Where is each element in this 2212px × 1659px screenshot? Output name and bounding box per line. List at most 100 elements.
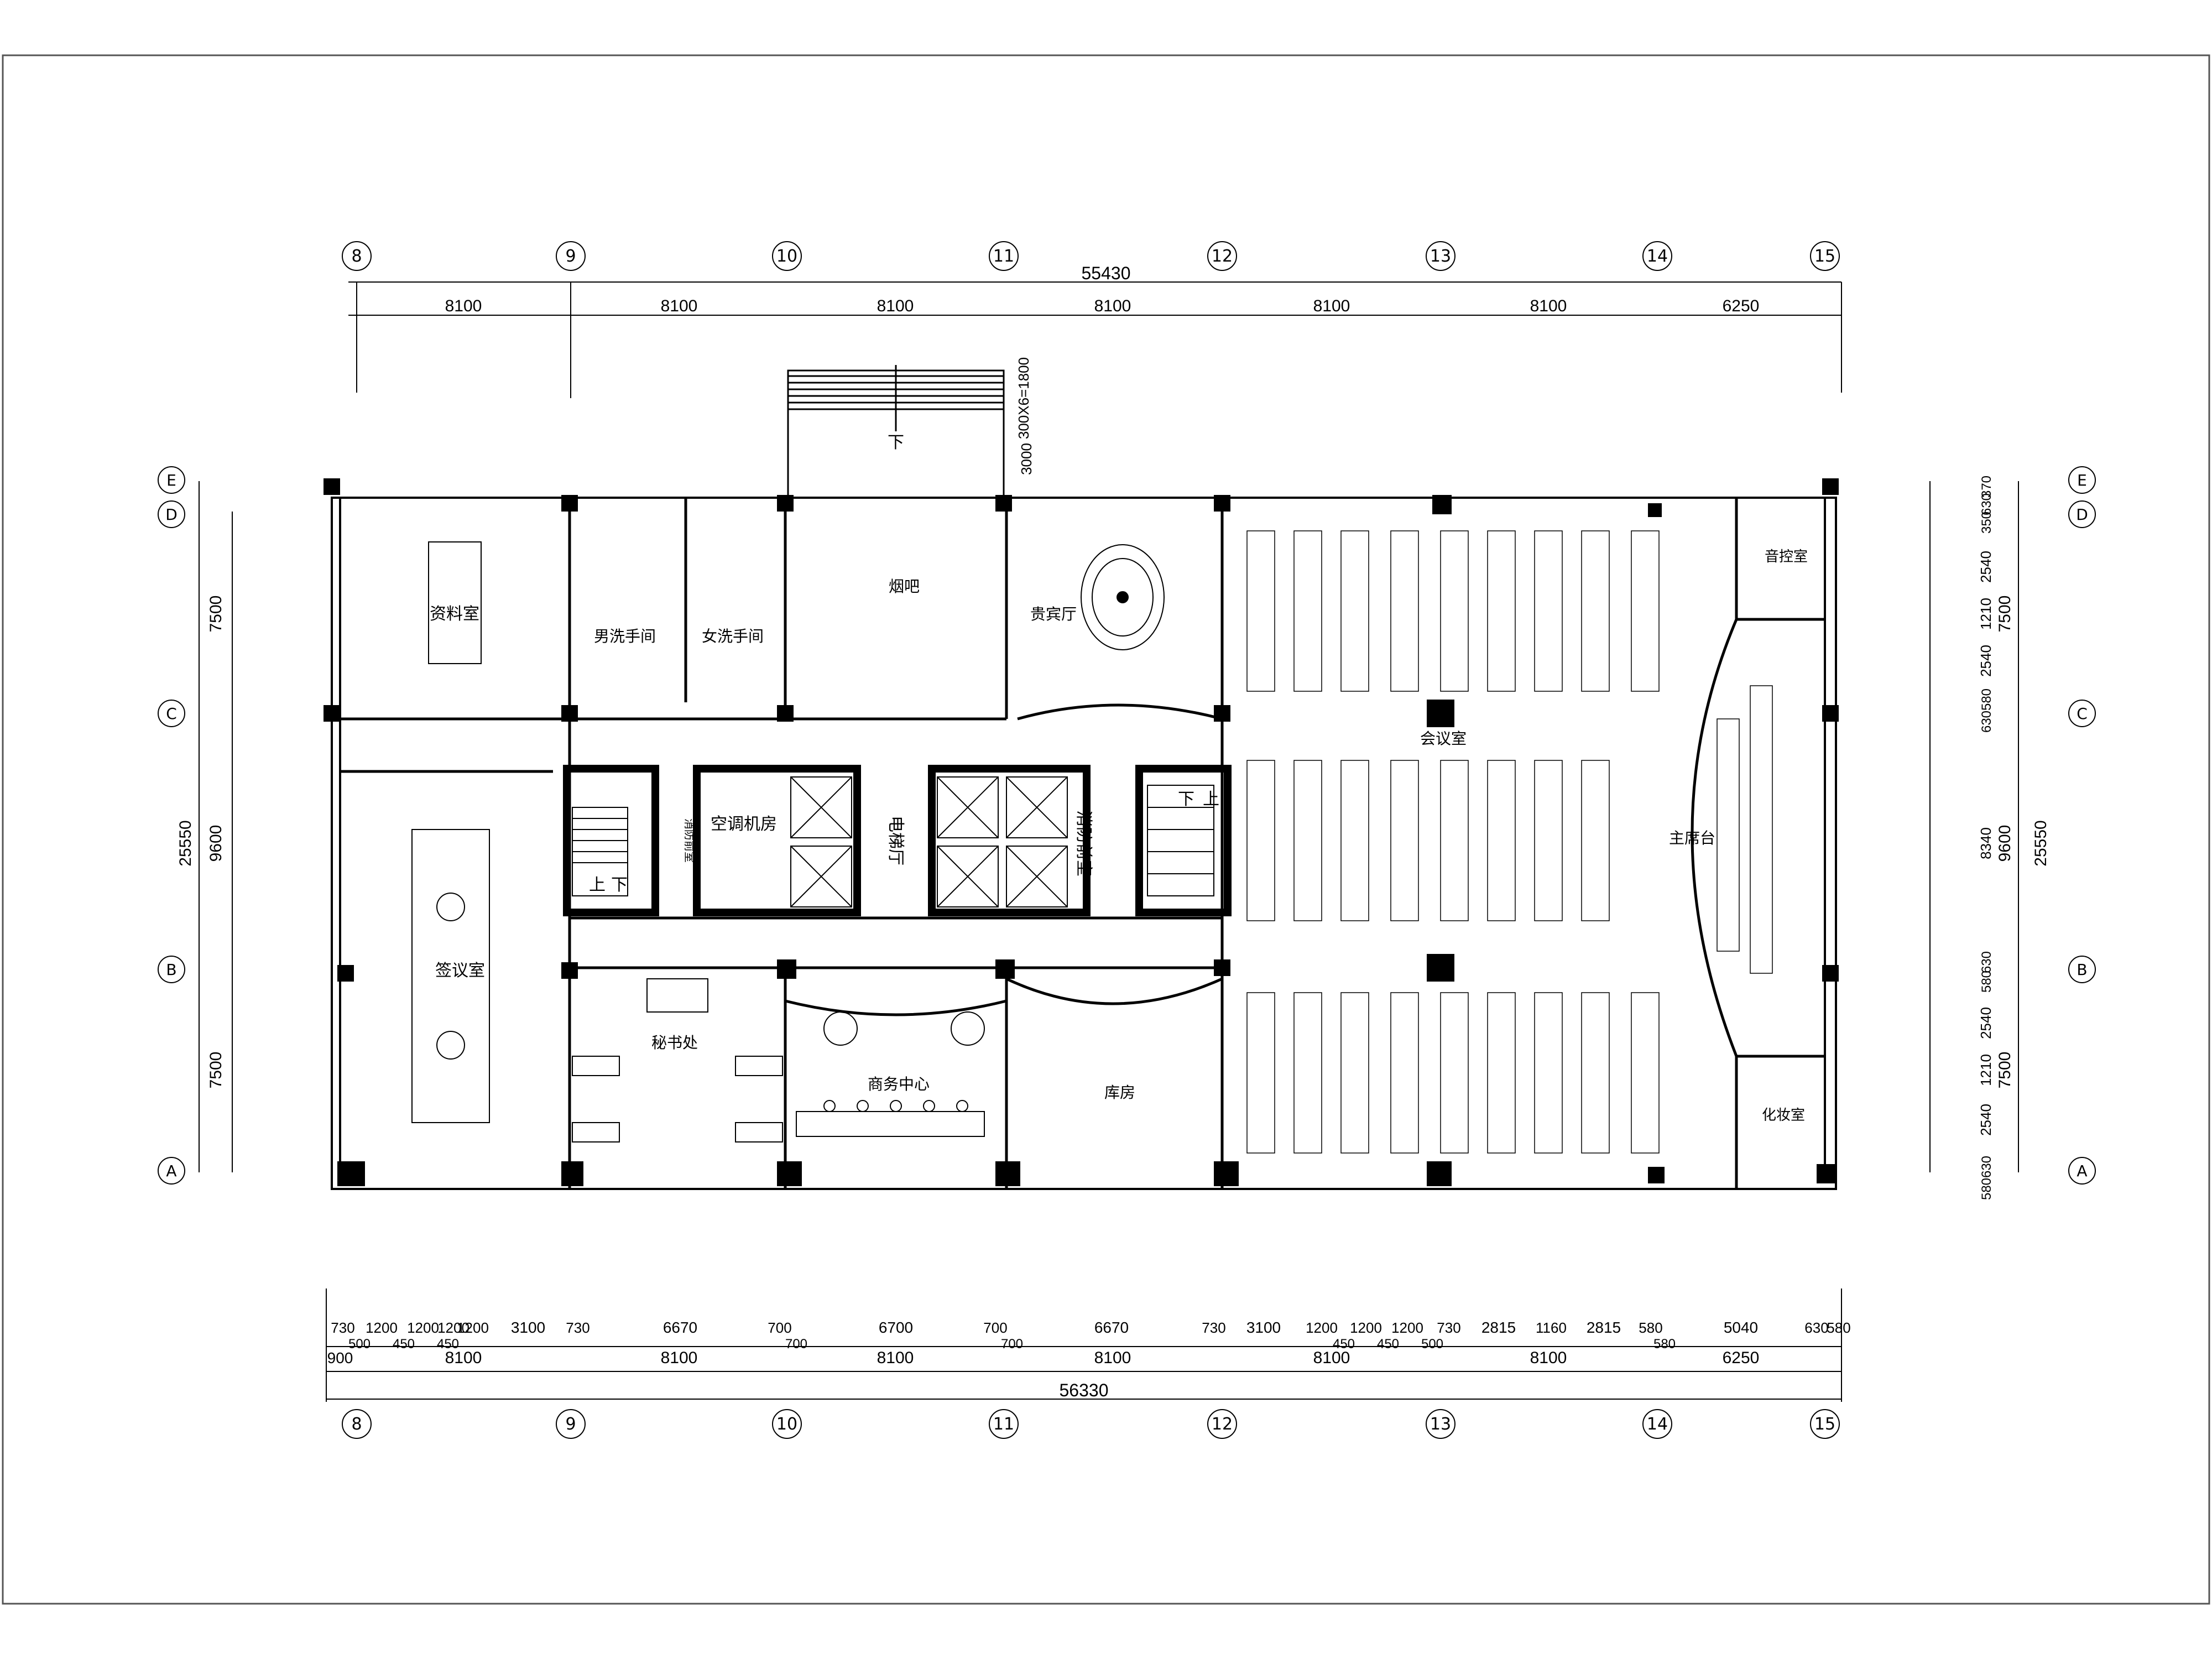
axis-label-D-left: D <box>165 505 178 524</box>
dim-bottom-row2-6: 8100 <box>1313 1349 1350 1367</box>
stair-depth: 3000 <box>1018 443 1035 475</box>
axis-label-9-bottom: 9 <box>565 1415 576 1434</box>
structural-columns <box>324 478 1839 1186</box>
room-archive: 资料室 <box>430 604 479 624</box>
axis-label-13-bottom: 13 <box>1430 1415 1451 1434</box>
axis-bubbles-side <box>158 466 2096 1185</box>
dim-top-span-4: 8100 <box>1094 297 1131 315</box>
dim-right-span-1: 7500 <box>1996 596 2014 633</box>
dim-bottom-row2-3: 8100 <box>661 1349 698 1367</box>
dim-bottom-row1-8: 6670 <box>663 1319 697 1336</box>
room-storage: 库房 <box>1104 1083 1135 1102</box>
dim-right-span-3: 7500 <box>1996 1052 2014 1089</box>
dim-bottom-row1b-7: 450 <box>1377 1337 1399 1352</box>
dim-right-detail-5: 1210 <box>1978 598 1994 630</box>
room-mens-wc: 男洗手间 <box>594 627 656 645</box>
room-fire-lobby-small: 消防前室 <box>683 818 696 863</box>
dim-bottom-row1b-1: 500 <box>348 1337 371 1352</box>
axis-label-C-left: C <box>166 705 177 723</box>
axis-label-11-top: 11 <box>993 247 1014 266</box>
dim-right-detail-15: 630 <box>1979 1156 1994 1178</box>
axis-label-B-left: B <box>166 961 176 979</box>
dim-bottom-row1-24: 630 <box>1804 1319 1828 1336</box>
room-vip-hall: 贵宾厅 <box>1030 605 1077 623</box>
dim-right-detail-2: 630 <box>1979 493 1994 515</box>
stair-west-up: 上 <box>589 875 606 895</box>
dim-right-detail-8: 630 <box>1979 711 1994 733</box>
dim-bottom-total: 56330 <box>1060 1380 1109 1400</box>
axis-label-A-left: A <box>166 1162 176 1180</box>
elevators <box>790 776 1068 907</box>
stair-east <box>1147 785 1214 896</box>
dim-right-detail-1: 370 <box>1979 476 1994 498</box>
dim-bottom-row1-21: 2815 <box>1587 1319 1621 1336</box>
vip-table <box>1081 544 1165 650</box>
dim-top-total: 55430 <box>1082 263 1131 283</box>
axis-label-E-right: E <box>2077 471 2087 489</box>
axis-label-14-top: 14 <box>1647 247 1668 266</box>
dim-bottom-row2-2: 8100 <box>445 1349 482 1367</box>
conference-table-discussion <box>411 829 490 1123</box>
axis-label-8-bottom: 8 <box>351 1415 362 1434</box>
axis-label-12-top: 12 <box>1212 247 1233 266</box>
room-elevator-hall: 电梯厅 <box>886 816 905 865</box>
dim-right-total: 25550 <box>2032 820 2050 866</box>
axis-label-10-top: 10 <box>776 247 797 266</box>
dim-top-span-2: 8100 <box>661 297 698 315</box>
dim-bottom-row1-6: 3100 <box>511 1319 545 1336</box>
axis-label-14-bottom: 14 <box>1647 1415 1668 1434</box>
dim-bottom-row1b-5: 700 <box>1001 1337 1023 1352</box>
dim-bottom-row1-18: 730 <box>1437 1319 1460 1336</box>
dim-right-detail-12: 2540 <box>1978 1007 1994 1039</box>
axis-label-13-top: 13 <box>1430 247 1451 266</box>
axis-label-B-right: B <box>2077 961 2087 979</box>
dim-bottom-row1-16: 1200 <box>1350 1319 1382 1336</box>
axis-label-C-right: C <box>2077 705 2088 723</box>
dim-right-detail-9: 8340 <box>1978 827 1994 859</box>
room-makeup: 化妆室 <box>1762 1107 1805 1124</box>
dim-bottom-row1-4: 1200 <box>437 1319 469 1336</box>
dim-bottom-row1-13: 730 <box>1202 1319 1225 1336</box>
axis-label-15-top: 15 <box>1814 247 1835 266</box>
dim-top-span-1: 8100 <box>445 297 482 315</box>
room-main-stage: 主席台 <box>1669 829 1715 847</box>
dim-right-detail-4: 2540 <box>1978 551 1994 583</box>
stair-east-down: 下 <box>1178 790 1194 809</box>
dim-bottom-row1-19: 2815 <box>1481 1319 1516 1336</box>
axis-label-9-top: 9 <box>565 247 576 266</box>
dim-right-detail-14: 2540 <box>1978 1104 1994 1136</box>
room-meeting: 会议室 <box>1420 729 1467 748</box>
dim-bottom-row1b-3: 450 <box>437 1337 459 1352</box>
axis-label-15-bottom: 15 <box>1814 1415 1835 1434</box>
dim-bottom-row1-15: 1200 <box>1306 1319 1338 1336</box>
dim-right-detail-16: 580 <box>1979 1178 1994 1200</box>
dimension-lines <box>199 281 2019 1402</box>
dim-top-span-7: 6250 <box>1723 297 1760 315</box>
dim-bottom-row1-9: 700 <box>768 1319 791 1336</box>
axis-bubbles-bottom <box>342 1409 1840 1439</box>
axis-label-10-bottom: 10 <box>776 1415 797 1434</box>
dim-bottom-row1-2: 1200 <box>366 1319 398 1336</box>
stair-west-down: 下 <box>611 875 628 895</box>
dim-bottom-row1-22: 580 <box>1639 1319 1662 1336</box>
axis-label-8-top: 8 <box>351 247 362 266</box>
secretary-desk <box>572 978 783 1142</box>
stair-east-up: 上 <box>1203 790 1219 809</box>
dim-right-detail-13: 1210 <box>1978 1054 1994 1086</box>
room-control: 音控室 <box>1765 549 1808 565</box>
axis-bubbles-top <box>342 241 1840 271</box>
dim-bottom-row1b-4: 700 <box>785 1337 807 1352</box>
dim-bottom-row1b-6: 450 <box>1333 1337 1355 1352</box>
dim-bottom-row1-1: 730 <box>331 1319 354 1336</box>
dim-bottom-row1-17: 1200 <box>1391 1319 1423 1336</box>
dim-left-span-3: 7500 <box>207 1052 225 1089</box>
axis-label-D-right: D <box>2076 505 2088 524</box>
dim-bottom-row1-14: 3100 <box>1246 1319 1281 1336</box>
meeting-seating <box>1246 530 1773 1154</box>
axis-label-E-left: E <box>166 471 176 489</box>
dim-top-span-3: 8100 <box>877 297 914 315</box>
core-walls <box>563 765 1232 916</box>
dim-right-span-2: 9600 <box>1996 825 2014 862</box>
dim-bottom-row1-23: 5040 <box>1724 1319 1758 1336</box>
